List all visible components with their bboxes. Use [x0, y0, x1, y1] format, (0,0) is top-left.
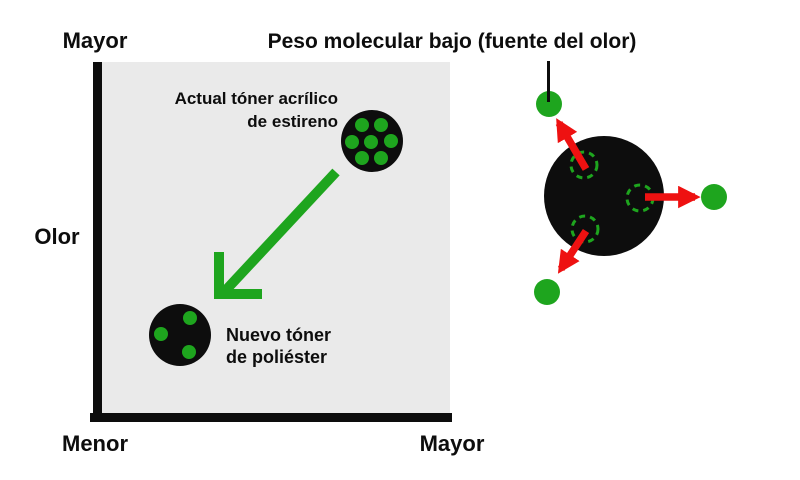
y-axis: [93, 62, 102, 422]
new-toner-label-line1: Nuevo tóner: [226, 325, 331, 345]
improvement-arrow-shaft: [221, 168, 340, 295]
molecule-pocket-top-left: [569, 150, 599, 180]
figure-title: Peso molecular bajo (fuente del olor): [268, 30, 637, 53]
new-toner-label-line2: de poliéster: [226, 347, 327, 367]
odor-dot: [374, 118, 388, 132]
x-axis-left-label: Menor: [62, 431, 128, 456]
odor-dot: [364, 135, 378, 149]
old-toner-particle: [341, 110, 403, 172]
x-axis: [90, 413, 452, 422]
escaping-molecule-top: [536, 91, 562, 117]
escaping-molecule-right: [701, 184, 727, 210]
odor-chart: Mayor Olor Menor Mayor Actual tóner acrí…: [34, 28, 484, 456]
molecule-diagram: [534, 61, 727, 305]
molecule-pocket-bottom-left: [570, 214, 600, 244]
odor-dot: [355, 118, 369, 132]
old-toner-label-line2: de estireno: [247, 112, 338, 131]
old-toner-label-line1: Actual tóner acrílico: [175, 89, 338, 108]
escape-arrow-up-left: [555, 118, 590, 171]
y-axis-label: Olor: [34, 224, 80, 249]
odor-dot: [355, 151, 369, 165]
odor-dot: [182, 345, 196, 359]
odor-dot: [374, 151, 388, 165]
toner-particle-body: [544, 136, 664, 256]
odor-dot: [384, 134, 398, 148]
odor-dot: [154, 327, 168, 341]
escaping-molecule-bottom: [534, 279, 560, 305]
improvement-arrow-icon: [214, 168, 340, 299]
escape-arrow-down-left: [557, 228, 590, 274]
odor-dot: [183, 311, 197, 325]
x-axis-right-label: Mayor: [420, 431, 485, 456]
y-axis-top-label: Mayor: [63, 28, 128, 53]
odor-dot: [345, 135, 359, 149]
new-toner-particle: [149, 304, 211, 366]
